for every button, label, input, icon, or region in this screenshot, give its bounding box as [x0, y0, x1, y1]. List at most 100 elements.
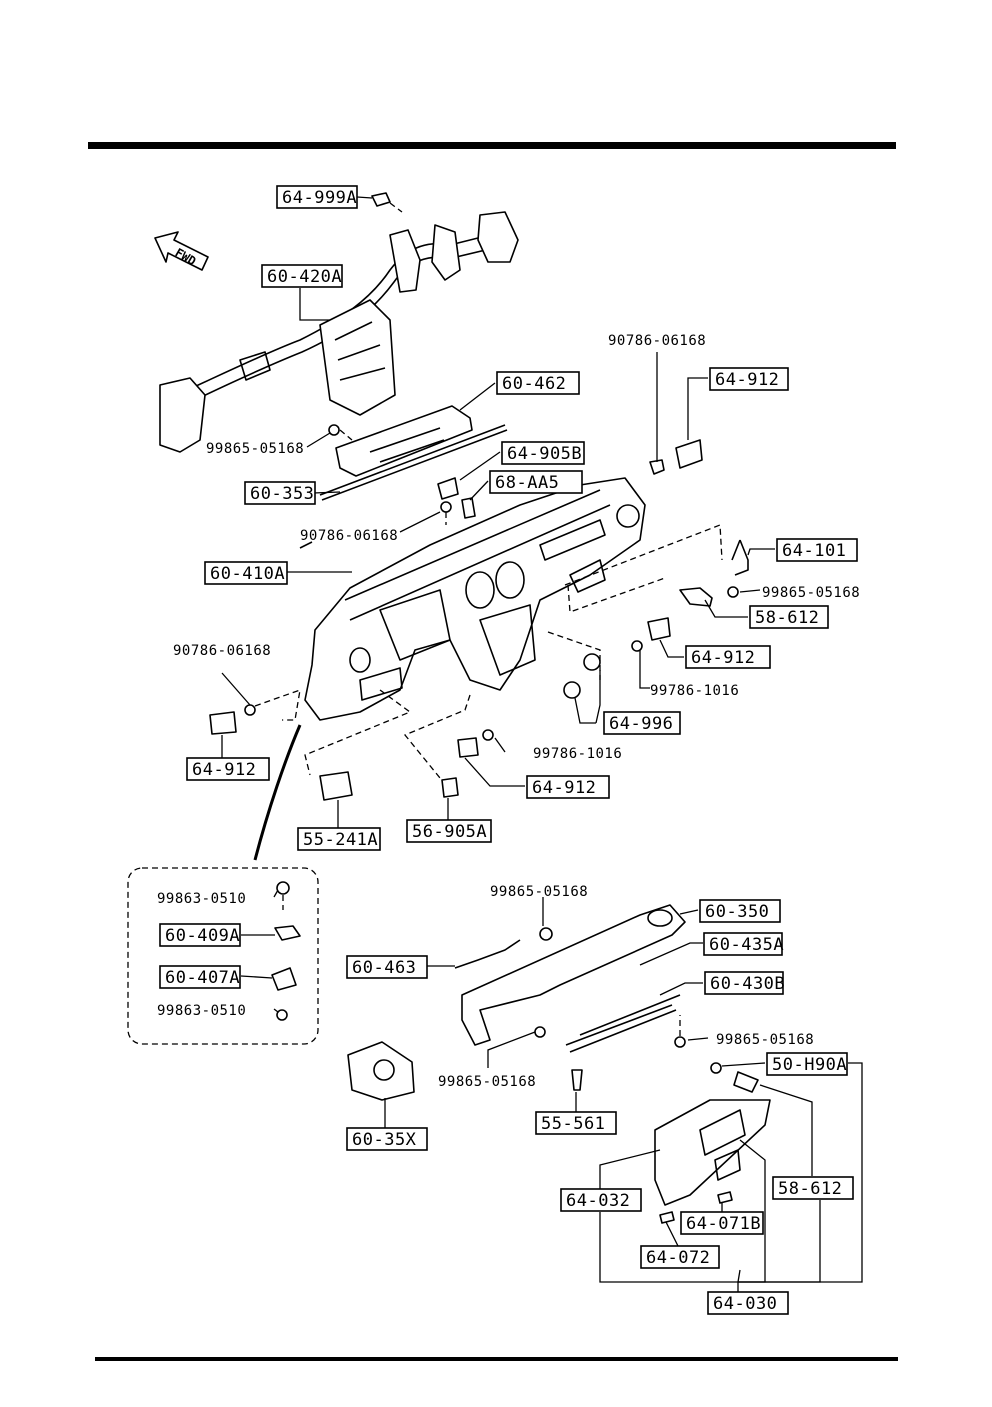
- bolt-99865-e: [534, 1026, 546, 1038]
- label-box: [685, 645, 771, 669]
- label-text: 60-463: [352, 958, 416, 978]
- label-text: 64-101: [782, 541, 846, 561]
- part-label-60-407a: 60-407A: [159, 965, 241, 989]
- label-text: 90786-06168: [300, 528, 398, 544]
- bolt-90786-c: [244, 704, 256, 716]
- part-label-68-aa5: 68-AA5: [489, 470, 583, 494]
- label-box: [297, 827, 381, 851]
- part-label-58-612-a: 58-612: [749, 605, 829, 629]
- bolt-99786-b: [482, 729, 494, 741]
- knob-64-996: [563, 653, 601, 699]
- part-label-64-996: 64-996: [603, 711, 681, 735]
- part-label-99865-e: 99865-05168: [438, 1074, 536, 1090]
- label-text: 60-435A: [709, 935, 784, 955]
- label-text: 60-430B: [710, 974, 785, 994]
- part-label-99863-b: 99863-0510: [157, 1003, 246, 1019]
- label-text: 99865-05168: [490, 884, 588, 900]
- label-text: 55-241A: [303, 830, 378, 850]
- pin-50-H90A: [710, 1062, 722, 1074]
- label-box: [707, 1291, 789, 1315]
- part-label-58-612-b: 58-612: [772, 1176, 854, 1200]
- rod-60-430B: [579, 994, 681, 1036]
- screw-55-561: [571, 1069, 583, 1091]
- label-text: 64-912: [691, 648, 755, 668]
- bolt-90786-center: [440, 501, 452, 525]
- part-label-99863-a: 99863-0510: [157, 891, 246, 907]
- dashboard-60-410A: [304, 477, 646, 721]
- rod-60-435A: [565, 1004, 677, 1053]
- part-label-60-430b: 60-430B: [704, 971, 785, 995]
- label-text: 64-912: [715, 370, 779, 390]
- label-box: [406, 819, 492, 843]
- label-box: [535, 1111, 617, 1135]
- part-label-64-912-b: 64-912: [685, 645, 771, 669]
- part-label-60-462: 60-462: [496, 371, 580, 395]
- part-label-55-561: 55-561: [535, 1111, 617, 1135]
- part-label-99786-a: 99786-1016: [650, 683, 739, 699]
- label-box: [749, 605, 829, 629]
- hook-64-101: [731, 539, 749, 576]
- clip-68-AA5: [461, 497, 476, 519]
- label-text: 64-912: [532, 778, 596, 798]
- label-text: 50-H90A: [772, 1055, 847, 1075]
- part-label-99865-a: 99865-05168: [206, 441, 304, 457]
- part-label-90786-b: 90786-06168: [300, 528, 398, 544]
- part-label-99865-d: 99865-05168: [716, 1032, 814, 1048]
- bracket-60-462: [335, 405, 473, 477]
- part-label-64-912-d: 64-912: [526, 775, 610, 799]
- label-text: 60-350: [705, 902, 769, 922]
- label-text: 58-612: [778, 1179, 842, 1199]
- cover-60-35X: [347, 1041, 415, 1101]
- label-text: 99865-05168: [762, 585, 860, 601]
- label-text: 64-905B: [507, 444, 582, 464]
- label-text: 56-905A: [412, 822, 487, 842]
- bolt-99865-left: [328, 424, 353, 441]
- part-label-64-030: 64-030: [707, 1291, 789, 1315]
- label-box: [501, 441, 585, 465]
- label-text: 64-996: [609, 714, 673, 734]
- part-label-64-905b: 64-905B: [501, 441, 585, 465]
- label-box: [244, 481, 316, 505]
- bolt-99865-b: [727, 586, 739, 598]
- bolt-99865-c: [539, 927, 553, 941]
- label-box: [699, 899, 781, 923]
- label-box: [496, 371, 580, 395]
- label-box: [766, 1052, 848, 1076]
- strip-60-353: [319, 424, 506, 496]
- label-box: [603, 711, 681, 735]
- part-label-60-420a: 60-420A: [261, 264, 343, 288]
- label-box: [776, 538, 858, 562]
- label-text: 99865-05168: [206, 441, 304, 457]
- label-text: 99786-1016: [650, 683, 739, 699]
- label-text: 55-561: [541, 1114, 605, 1134]
- label-text: 64-912: [192, 760, 256, 780]
- label-text: 99865-05168: [716, 1032, 814, 1048]
- part-label-64-032: 64-032: [560, 1188, 642, 1212]
- bolt-90786-a: [649, 459, 665, 475]
- part-label-60-35x: 60-35X: [346, 1127, 428, 1151]
- part-label-99865-c: 99865-05168: [490, 884, 588, 900]
- label-box: [704, 971, 784, 995]
- label-text: 99863-0510: [157, 1003, 246, 1019]
- glovebox-64-030: [654, 1099, 771, 1206]
- label-box: [526, 775, 610, 799]
- label-text: 60-462: [502, 374, 566, 394]
- label-text: 99786-1016: [533, 746, 622, 762]
- label-text: 60-409A: [165, 926, 240, 946]
- label-box: [489, 470, 583, 494]
- part-label-50-h90a: 50-H90A: [766, 1052, 848, 1076]
- fwd-arrow-icon: FWD: [154, 231, 209, 271]
- part-label-90786-a: 90786-06168: [608, 333, 706, 349]
- top-rule: [88, 142, 896, 149]
- undercover-60-350: [461, 904, 686, 1046]
- label-box: [560, 1188, 642, 1212]
- stopper-58-612-b: [733, 1071, 759, 1093]
- switch-64-912-d: [457, 737, 479, 758]
- bolt-99786-a: [631, 640, 643, 652]
- switch-64-912-b: [647, 617, 671, 641]
- part-label-60-409a: 60-409A: [159, 923, 241, 947]
- part-label-99865-b: 99865-05168: [762, 585, 860, 601]
- switch-64-912-c: [209, 711, 237, 735]
- label-text: 60-407A: [165, 968, 240, 988]
